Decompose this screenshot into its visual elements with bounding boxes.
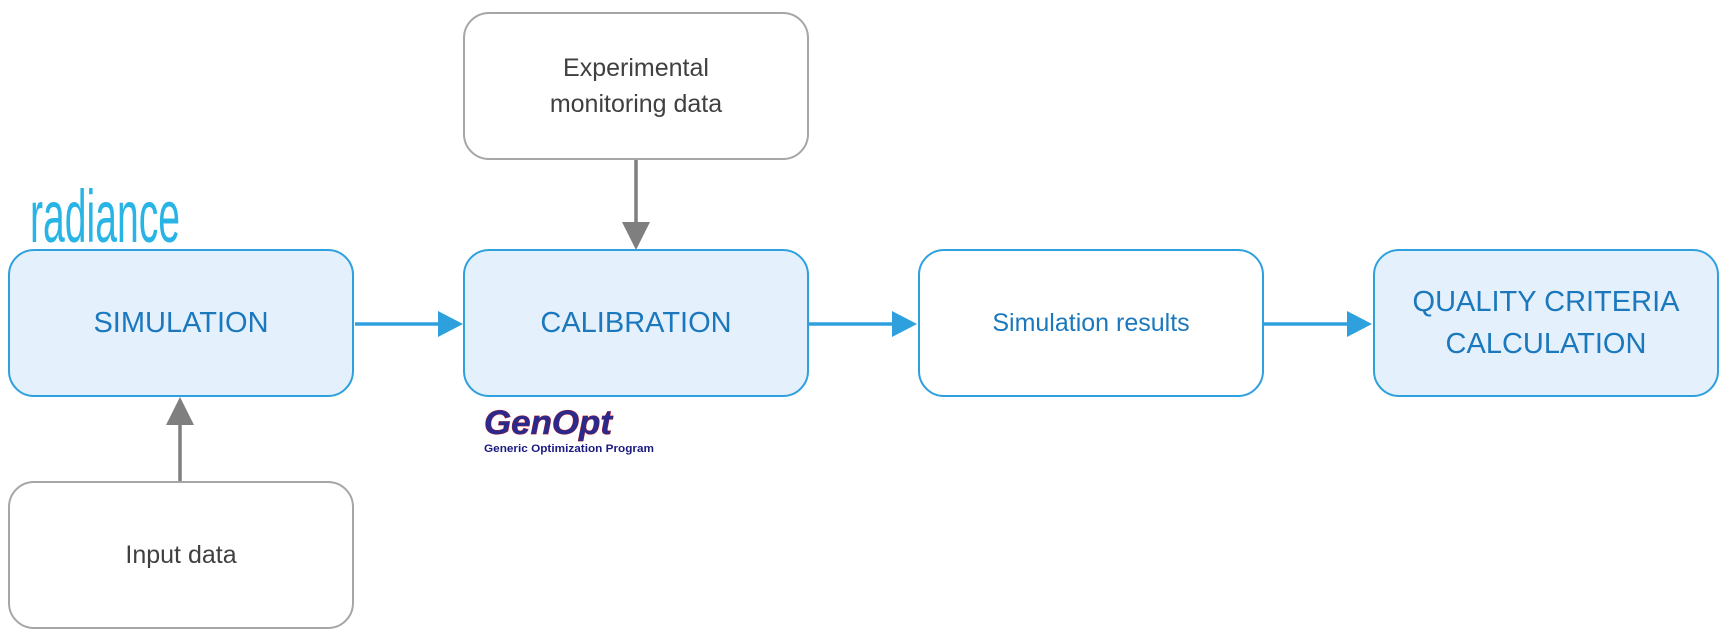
radiance-logo-text: radiance (30, 180, 180, 252)
arrow-experimental-to-calibration (622, 160, 650, 250)
simulation-results-label: Simulation results (992, 308, 1190, 337)
input-data-box: Input data (8, 481, 354, 629)
quality-criteria-label: QUALITY CRITERIA CALCULATION (1412, 285, 1680, 360)
genopt-logo: GenOpt Generic Optimization Program (484, 404, 655, 455)
experimental-data-label: Experimental monitoring data (549, 53, 723, 118)
arrow-simulation-to-calibration (355, 311, 463, 337)
genopt-tagline: Generic Optimization Program (484, 443, 654, 455)
simulation-label: SIMULATION (93, 306, 269, 339)
genopt-logo-text: GenOpt (484, 404, 614, 442)
quality-criteria-box: QUALITY CRITERIA CALCULATION (1373, 249, 1719, 397)
arrow-calibration-to-results (809, 311, 917, 337)
radiance-logo: radiance (30, 180, 180, 252)
simulation-box: SIMULATION (8, 249, 354, 397)
arrow-results-to-quality (1264, 311, 1372, 337)
experimental-data-box: Experimental monitoring data (463, 12, 809, 160)
calibration-box: CALIBRATION (463, 249, 809, 397)
calibration-label: CALIBRATION (540, 306, 732, 339)
simulation-results-box: Simulation results (918, 249, 1264, 397)
input-data-label: Input data (125, 540, 237, 569)
arrow-input-to-simulation (166, 397, 194, 481)
